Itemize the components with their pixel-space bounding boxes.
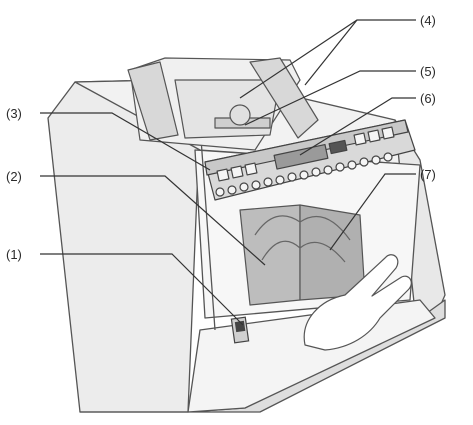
leader-line-3: [40, 112, 211, 171]
leader-line-6: [299, 97, 416, 156]
callout-label-3: (3): [6, 106, 22, 121]
control-panel: [204, 119, 416, 201]
callout-label-7: (7): [420, 167, 436, 182]
leader-line-5: [244, 70, 416, 126]
callout-label-4: (4): [420, 13, 436, 28]
feed-hopper: [127, 57, 319, 151]
power-switch: [230, 316, 250, 344]
leader-line-4b: [304, 19, 358, 86]
leader-lines: [40, 19, 416, 326]
callout-label-6: (6): [420, 91, 436, 106]
note-stacker: [239, 204, 412, 351]
callout-label-2: (2): [6, 169, 22, 184]
leader-line-7: [329, 173, 416, 251]
callout-label-1: (1): [6, 247, 22, 262]
leader-line-1: [40, 253, 244, 326]
leader-line-2: [40, 175, 266, 266]
callout-label-5: (5): [420, 64, 436, 79]
